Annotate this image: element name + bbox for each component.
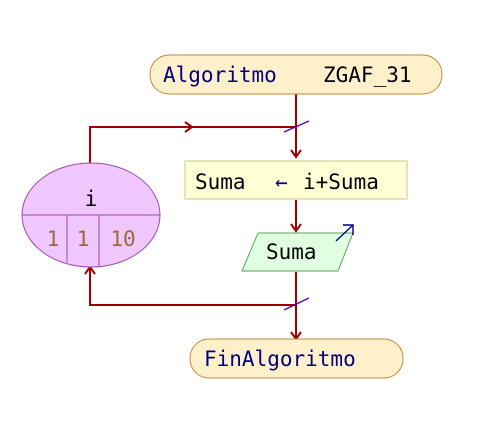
assignment-arrow: ← bbox=[275, 170, 288, 194]
loop-start-value: 1 bbox=[47, 227, 60, 251]
arrowhead-into-assignment bbox=[290, 149, 302, 159]
algorithm-name: ZGAF_31 bbox=[323, 63, 412, 87]
assignment-process: Suma ← i+Suma bbox=[184, 160, 408, 200]
loop-end-value: 10 bbox=[110, 227, 135, 251]
start-terminal-shape bbox=[149, 54, 443, 95]
loop-step-value: 1 bbox=[77, 227, 90, 251]
end-terminal-shape bbox=[189, 338, 404, 379]
start-keyword: Algoritmo bbox=[163, 63, 277, 87]
junction-mark-bottom bbox=[283, 297, 310, 311]
arrowhead-into-output bbox=[290, 223, 302, 233]
assignment-box bbox=[184, 160, 408, 200]
end-label: FinAlgoritmo bbox=[204, 347, 356, 371]
output-shape bbox=[241, 232, 354, 272]
end-terminal: FinAlgoritmo bbox=[189, 338, 404, 379]
output-arrow-icon bbox=[335, 224, 354, 242]
arrowhead-loop-top bbox=[184, 121, 194, 133]
loop-variable: i bbox=[85, 187, 98, 211]
start-terminal: Algoritmo ZGAF_31 bbox=[149, 54, 443, 95]
junction-marks bbox=[283, 120, 310, 311]
assignment-target: Suma bbox=[195, 170, 246, 194]
loop-block: i 1 1 10 bbox=[21, 162, 161, 268]
assignment-expression: i+Suma bbox=[303, 170, 379, 194]
junction-mark-top bbox=[283, 120, 310, 133]
output-label: Suma bbox=[266, 240, 317, 264]
connector-loop-top bbox=[89, 126, 296, 164]
connector-loop-bottom bbox=[89, 268, 296, 306]
output-block: Suma bbox=[241, 224, 354, 272]
